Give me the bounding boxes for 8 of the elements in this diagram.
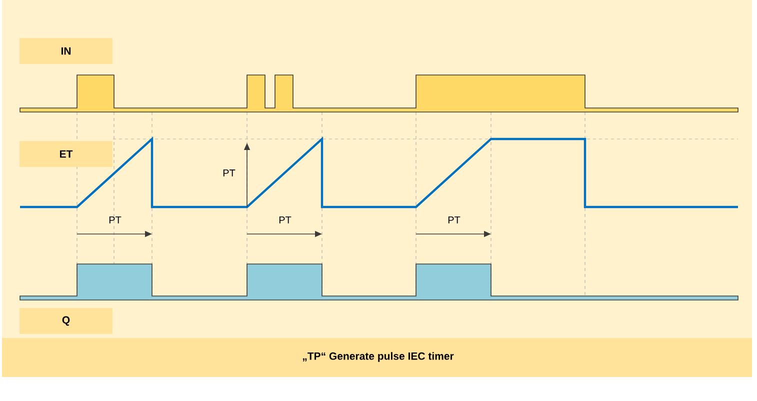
signal-name-box: Q	[20, 308, 112, 334]
dimension-label: PT	[223, 170, 236, 176]
caption-band: „TP“ Generate pulse IEC timer	[2, 338, 752, 377]
dimension-label: PT	[109, 216, 122, 224]
dimension-label: PT	[279, 216, 292, 224]
signal-name-box: IN	[20, 38, 112, 64]
signal-name-box: ET	[20, 141, 112, 167]
dimension-label: PT	[448, 216, 460, 224]
